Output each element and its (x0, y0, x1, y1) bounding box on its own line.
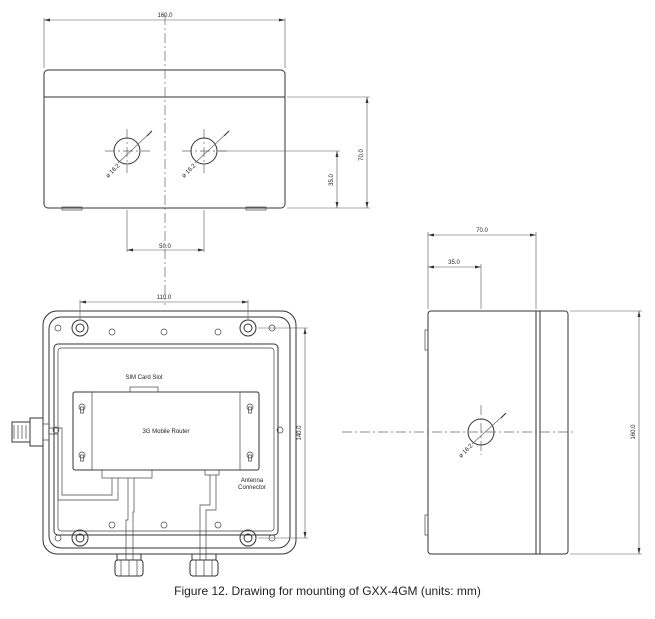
dim-side-hole-dia: ø 16.2 (458, 443, 475, 460)
mount-hole-tl (71, 319, 89, 337)
dim-side-width: 70.0 (476, 228, 488, 234)
dim-mount-spacing: 110.0 (157, 295, 172, 301)
label-antenna-line2: Connector (238, 485, 266, 491)
side-view: ø 16.2 70.0 35.0 160.0 (342, 228, 642, 555)
cable-gland-left (114, 553, 144, 577)
mount-hole-tr (239, 319, 257, 337)
label-router: 3G Mobile Router (142, 429, 189, 435)
inside-view: SIM Card Slot 3G Mobile Router Antenna C… (11, 295, 308, 577)
dim-hole-spacing: 50.0 (159, 244, 171, 250)
dim-hole-dia-right: ø 16.2 (181, 163, 198, 180)
dim-hole-dia-left: ø 16.2 (105, 163, 122, 180)
dim-side-height: 160.0 (631, 424, 637, 440)
cable-gland-right (189, 553, 219, 577)
dim-mount-height: 140.0 (297, 425, 303, 441)
dim-top-height: 70.0 (359, 149, 365, 161)
figure-caption: Figure 12. Drawing for mounting of GXX-4… (174, 584, 481, 598)
dim-side-hole-offset: 35.0 (448, 260, 460, 266)
label-antenna-line1: Antenna (241, 478, 264, 484)
dim-top-width: 160.0 (157, 13, 173, 19)
label-sim-card-slot: SIM Card Slot (125, 375, 163, 381)
front-view: 160.0 ø 16.2 ø 16.2 50.0 70.0 (43, 13, 370, 305)
mount-hole-bl (71, 529, 89, 547)
dim-top-hole-height: 35.0 (329, 174, 335, 186)
mount-hole-br (239, 529, 257, 547)
